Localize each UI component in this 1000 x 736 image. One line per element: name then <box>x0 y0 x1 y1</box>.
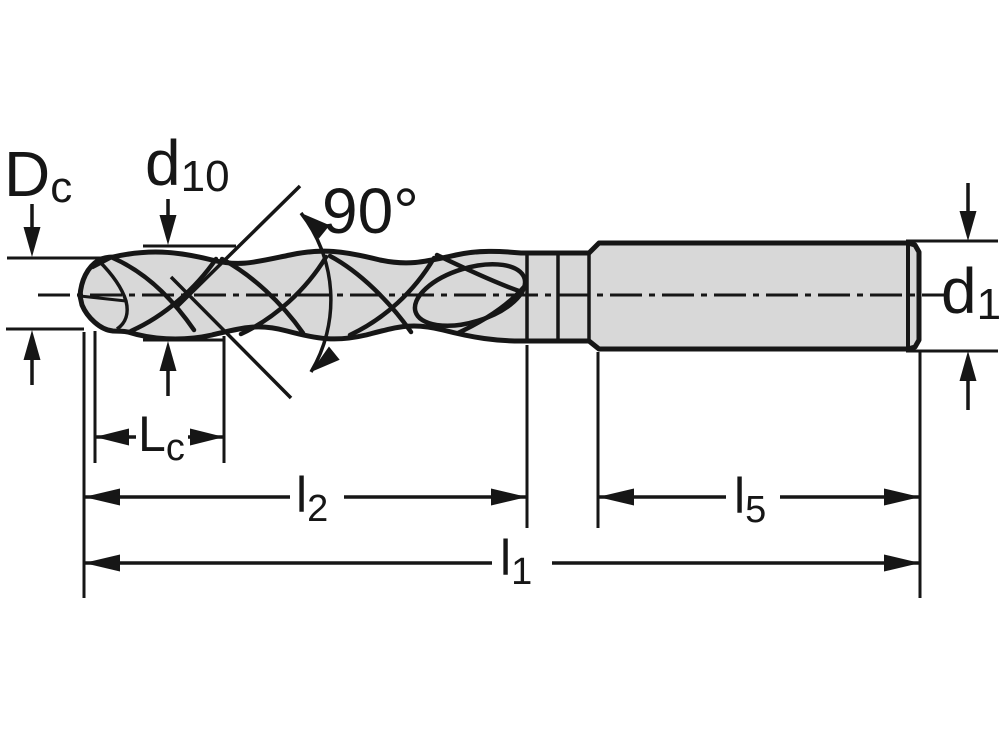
label-point-angle: 90° <box>322 179 419 243</box>
l2-arrow-left <box>84 488 120 506</box>
label-overall-length-main: l <box>500 530 512 586</box>
dim-body-diameter <box>143 199 236 396</box>
label-shank-diameter-main: d <box>941 255 977 327</box>
label-step-length-main: L <box>138 406 166 462</box>
tool-body <box>77 240 922 352</box>
angle-arc <box>299 211 333 373</box>
label-cutting-diameter-main: D <box>4 138 51 210</box>
angle-leg-upper <box>175 184 302 309</box>
point-angle-annotation <box>169 184 340 400</box>
dim-shank-length <box>598 488 920 506</box>
angle-arc-arrow-down <box>311 346 340 372</box>
l1-arrow-right <box>884 554 920 572</box>
d10-arrow-up <box>159 341 177 371</box>
l5-arrow-right <box>884 488 920 506</box>
l2-arrow-right <box>491 488 527 506</box>
dim-flute-length <box>84 488 527 506</box>
flute-runout-ellipse <box>412 262 528 328</box>
dim-step-length <box>95 428 224 446</box>
l5-arrow-left <box>598 488 634 506</box>
angle-leg-lower <box>169 275 293 400</box>
dim-shank-diameter <box>906 183 998 410</box>
lc-arrow-right <box>190 428 224 446</box>
label-cutting-diameter-sub: c <box>50 163 73 213</box>
label-body-diameter-main: d <box>145 127 181 199</box>
dc-arrow-up <box>23 330 41 360</box>
label-shank-length-main: l <box>734 468 746 524</box>
angle-arc-arrow-up <box>301 213 330 239</box>
label-flute-length-sub: 2 <box>307 487 329 530</box>
label-body-diameter-sub: 10 <box>180 152 230 202</box>
d10-arrow-down <box>159 215 177 245</box>
lc-arrow-left <box>95 428 129 446</box>
dim-cutting-diameter <box>6 204 110 385</box>
d1-arrow-up <box>959 351 977 381</box>
dc-arrow-down <box>23 227 41 257</box>
label-overall-length-sub: 1 <box>511 550 533 593</box>
d1-arrow-down <box>959 211 977 241</box>
label-shank-length-sub: 5 <box>745 488 767 531</box>
extension-lines <box>82 331 922 598</box>
label-point-angle-text: 90° <box>322 175 419 247</box>
flute-helix-curves <box>110 252 528 338</box>
label-shank-diameter-sub: 1 <box>976 280 1000 330</box>
label-flute-length-main: l <box>296 467 308 523</box>
label-step-length-sub: c <box>165 426 185 469</box>
dim-overall-length <box>84 554 920 572</box>
l1-arrow-left <box>84 554 120 572</box>
